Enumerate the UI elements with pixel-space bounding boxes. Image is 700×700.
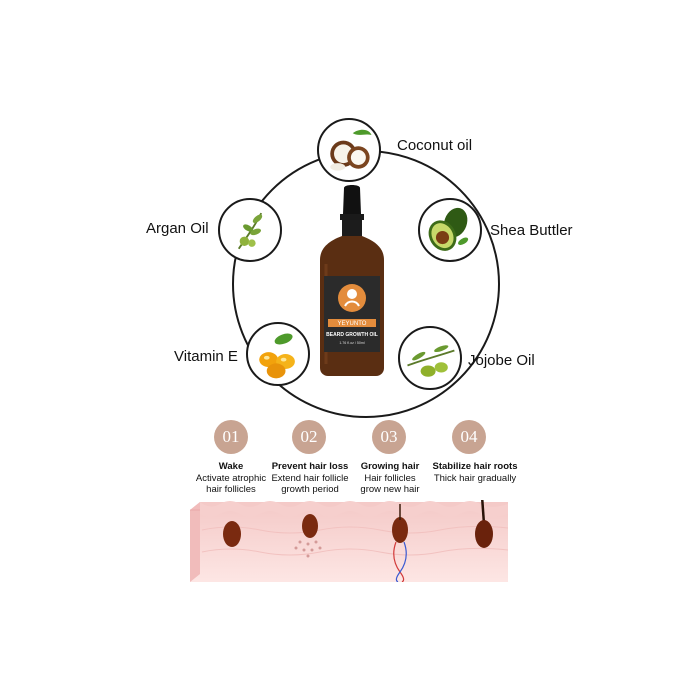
step-text-3: Growing hair Hair follicles grow new hai…	[335, 461, 445, 496]
step-desc-1a: Activate atrophic	[195, 472, 267, 484]
hair-strand	[481, 500, 486, 525]
jojoba-bubble	[398, 326, 462, 390]
step-number-2: 02	[292, 420, 326, 454]
step-text-2: Prevent hair loss Extend hair follicle g…	[255, 461, 365, 496]
step-number-4: 04	[452, 420, 486, 454]
step-title-4: Stabilize hair roots	[432, 461, 518, 472]
step-desc-2b: growth period	[281, 484, 339, 495]
step-text-4: Stabilize hair roots Thick hair graduall…	[420, 461, 530, 484]
olive-branch-icon	[407, 345, 455, 377]
step-title-1: Wake	[218, 461, 244, 472]
follicle-1	[223, 521, 241, 547]
step-desc-2a: Extend hair follicle	[271, 472, 349, 484]
step-desc-4a: Thick hair gradually	[433, 472, 517, 484]
ingredient-label-jojoba: Jojobe Oil	[468, 352, 535, 369]
blood-vessel-blue	[395, 541, 407, 582]
step-title-2: Prevent hair loss	[271, 461, 349, 472]
nutrient-dots	[294, 540, 322, 558]
avocado-bubble	[418, 198, 482, 262]
ingredient-label-argan: Argan Oil	[146, 220, 209, 237]
ingredient-label-coconut: Coconut oil	[397, 137, 473, 154]
follicle-3	[392, 517, 408, 543]
step-number-3: 03	[372, 420, 406, 454]
vitamin-capsule-icon	[259, 333, 295, 379]
argan-bubble	[218, 198, 282, 262]
avocado-icon	[428, 207, 469, 251]
coconut-icon	[330, 129, 372, 171]
bottle-product: BEARD GROWTH OIL	[326, 332, 378, 338]
step-desc-3b: grow new hair	[360, 484, 420, 495]
step-number-1: 01	[214, 420, 248, 454]
step-title-3: Growing hair	[360, 461, 420, 472]
follicle-2	[302, 514, 318, 538]
skin-cross-section	[190, 500, 508, 582]
bottle-brand: YEYUNTO	[338, 321, 367, 327]
ingredient-label-vitamin-e: Vitamin E	[174, 348, 238, 365]
argan-branch-icon	[237, 212, 263, 250]
step-text-1: Wake Activate atrophic hair follicles	[176, 461, 286, 496]
vitamin-e-bubble	[246, 322, 310, 386]
step-desc-1b: hair follicles	[206, 484, 256, 495]
coconut-bubble	[317, 118, 381, 182]
follicle-4	[475, 520, 493, 548]
step-desc-3a: Hair follicles	[364, 472, 416, 484]
bottle-volume: 1.76 fl.oz / 50ml	[339, 341, 365, 345]
ingredient-label-shea: Shea Buttler	[490, 222, 573, 239]
beard-oil-bottle: YEYUNTO BEARD GROWTH OIL 1.76 fl.oz / 50…	[320, 185, 384, 376]
